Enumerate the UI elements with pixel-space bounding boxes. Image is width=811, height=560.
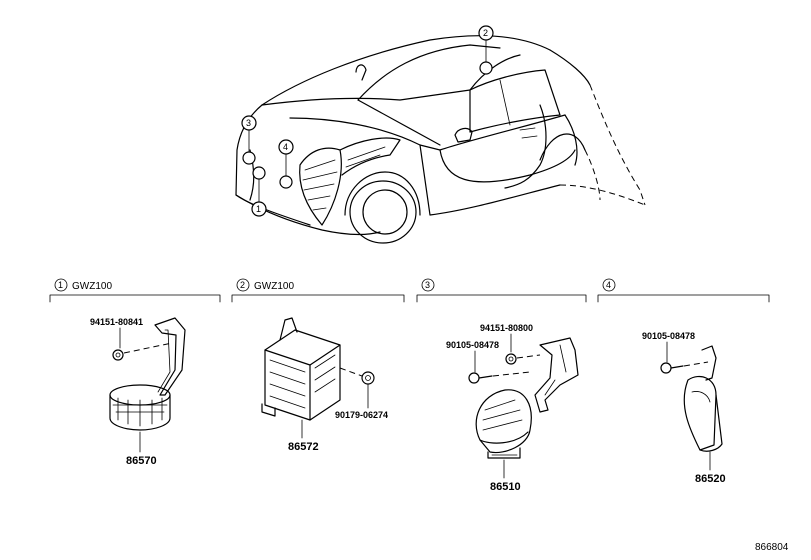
nut-icon <box>505 353 517 365</box>
svg-text:3: 3 <box>425 280 430 290</box>
nut-icon <box>361 371 375 385</box>
svg-text:2: 2 <box>240 280 245 290</box>
fastener-94151-80841-label: 94151-80841 <box>90 317 143 327</box>
fastener-90179-06274-label: 90179-06274 <box>335 410 388 420</box>
bolt-icon <box>660 362 672 374</box>
location-marker-4 <box>279 175 293 189</box>
location-marker-1 <box>252 166 266 180</box>
section-2-model: GWZ100 <box>254 281 294 292</box>
section-4-header: 4 <box>597 278 770 303</box>
part-86572: 90179-06274 86572 <box>261 317 388 453</box>
section-2-header: 2 GWZ100 <box>231 278 405 303</box>
section-1-header: 1 GWZ100 <box>49 278 221 303</box>
diagram-code: 866804 <box>755 542 789 553</box>
callout-1-label: 1 <box>256 204 261 214</box>
fastener-90105-08478-label-b: 90105-08478 <box>642 331 695 341</box>
svg-text:1: 1 <box>58 280 63 290</box>
car-illustration <box>235 35 646 244</box>
bolt-icon <box>112 349 124 361</box>
svg-text:4: 4 <box>606 280 611 290</box>
callout-2-label: 2 <box>483 28 488 38</box>
part-number-86570: 86570 <box>126 455 157 467</box>
section-3-header: 3 <box>416 278 587 303</box>
location-marker-3 <box>242 151 256 165</box>
part-86510: 94151-80800 90105-08478 86510 <box>446 323 579 493</box>
part-number-86572: 86572 <box>288 441 319 453</box>
callout-4-label: 4 <box>283 142 288 152</box>
location-marker-2 <box>479 61 493 75</box>
fastener-94151-80800-label: 94151-80800 <box>480 323 533 333</box>
part-number-86520: 86520 <box>695 473 726 485</box>
part-86520: 90105-08478 86520 <box>642 331 726 485</box>
section-1-model: GWZ100 <box>72 281 112 292</box>
part-86570: 94151-80841 86570 <box>90 317 186 467</box>
part-number-86510: 86510 <box>490 481 521 493</box>
bolt-icon <box>468 372 480 384</box>
callout-3-label: 3 <box>246 118 251 128</box>
car-callouts: 2 3 4 1 <box>241 25 494 217</box>
fastener-90105-08478-label-a: 90105-08478 <box>446 340 499 350</box>
